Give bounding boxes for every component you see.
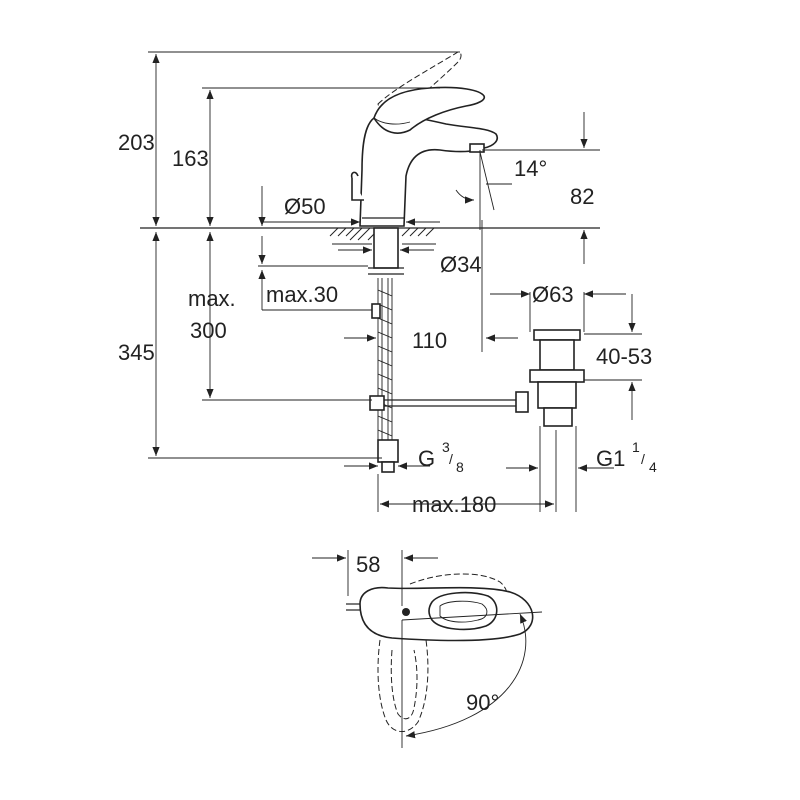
label-top-offset: 58 (356, 552, 380, 577)
dim-top-offset (312, 550, 438, 606)
label-inlet-sup: 3 (442, 439, 450, 455)
label-waste-sub: 4 (649, 459, 657, 475)
label-hole-diameter: Ø34 (440, 252, 482, 277)
dim-countertop (258, 236, 372, 311)
dim-spout-angle (455, 150, 512, 230)
label-max-reach: max.180 (412, 492, 496, 517)
label-base-diameter: Ø50 (284, 194, 326, 219)
dim-base-diameter (258, 186, 440, 226)
label-below-counter: 345 (118, 340, 155, 365)
label-spout-angle: 14° (514, 156, 547, 181)
label-inlet-sub: 8 (456, 459, 464, 475)
label-countertop: max.30 (266, 282, 338, 307)
label-waste-sup: 1 (632, 439, 640, 455)
inlet-thread-g: G (418, 446, 435, 471)
dim-drain-range (584, 294, 642, 420)
label-rod-max-value: 300 (190, 318, 227, 343)
dim-total-height (148, 51, 460, 459)
label-total-height: 203 (118, 130, 155, 155)
popup-waste (529, 329, 585, 427)
label-spout-projection: 82 (570, 184, 594, 209)
under-counter-assembly (368, 227, 529, 473)
dim-spout-projection (482, 112, 600, 264)
label-swivel-angle: 90° (466, 690, 499, 715)
dim-rod-offset (344, 220, 518, 352)
waste-thread-g1: G1 (596, 446, 625, 471)
label-drain-range: 40-53 (596, 344, 652, 369)
dim-spout-height (202, 87, 440, 401)
dim-max-reach (377, 430, 557, 512)
label-spout-height: 163 (172, 146, 209, 171)
label-waste-thread: G1 (596, 446, 625, 471)
countertop (140, 227, 600, 245)
dim-waste-diameter (490, 290, 626, 332)
label-inlet-slash: / (449, 451, 453, 467)
side-view: 203 163 14° 82 Ø50 Ø34 max.30 max. 300 3… (118, 51, 657, 517)
label-inlet-thread: G (418, 446, 435, 471)
label-rod-max: max. (188, 286, 236, 311)
dim-swivel-angle (401, 611, 543, 748)
tap-body (350, 86, 499, 227)
rotated-handle-outline (377, 639, 429, 732)
top-view: 58 90° (312, 550, 543, 748)
label-rod-offset: 110 (412, 328, 447, 353)
dim-waste-thread (506, 426, 614, 512)
label-waste-diameter: Ø63 (532, 282, 574, 307)
top-indicator (402, 608, 410, 616)
label-waste-slash: / (641, 451, 645, 467)
